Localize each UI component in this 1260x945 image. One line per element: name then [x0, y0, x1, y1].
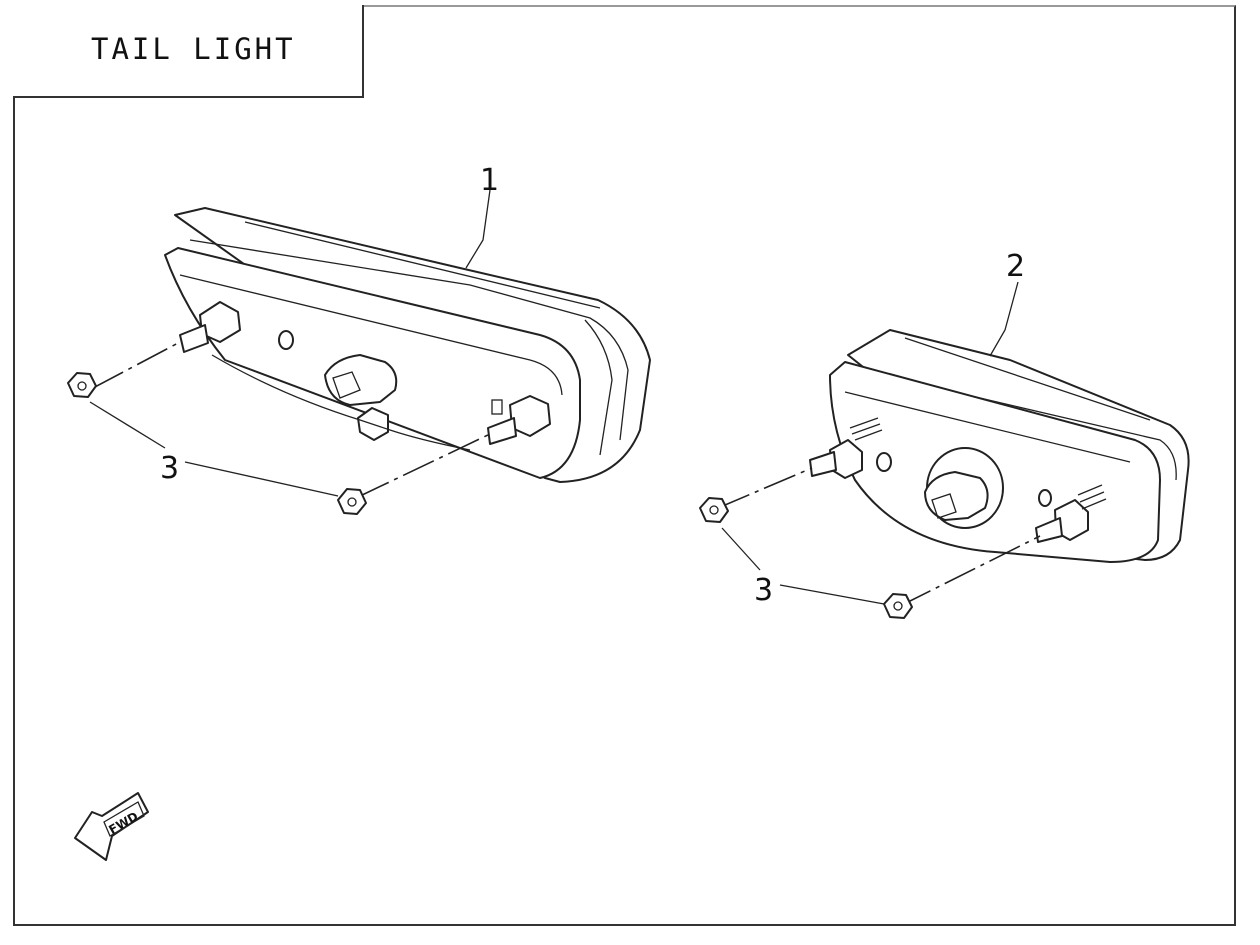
title-box: TAIL LIGHT: [13, 5, 364, 98]
diagram-title: TAIL LIGHT: [91, 32, 296, 66]
hex-nut-left-a: [67, 372, 97, 398]
fwd-arrow-icon: FWD: [74, 792, 149, 861]
hex-nut-right-a: [699, 497, 729, 523]
callout-part-3-right: 3: [754, 573, 773, 608]
callout-part-3-left: 3: [160, 451, 179, 486]
tail-light-assembly-2: [809, 329, 1190, 563]
tail-light-assembly-1: [164, 207, 651, 483]
callout-part-1: 1: [480, 163, 499, 198]
hex-nut-left-b: [337, 488, 367, 515]
hex-nut-right-b: [883, 593, 913, 619]
callout-part-2: 2: [1006, 249, 1025, 284]
